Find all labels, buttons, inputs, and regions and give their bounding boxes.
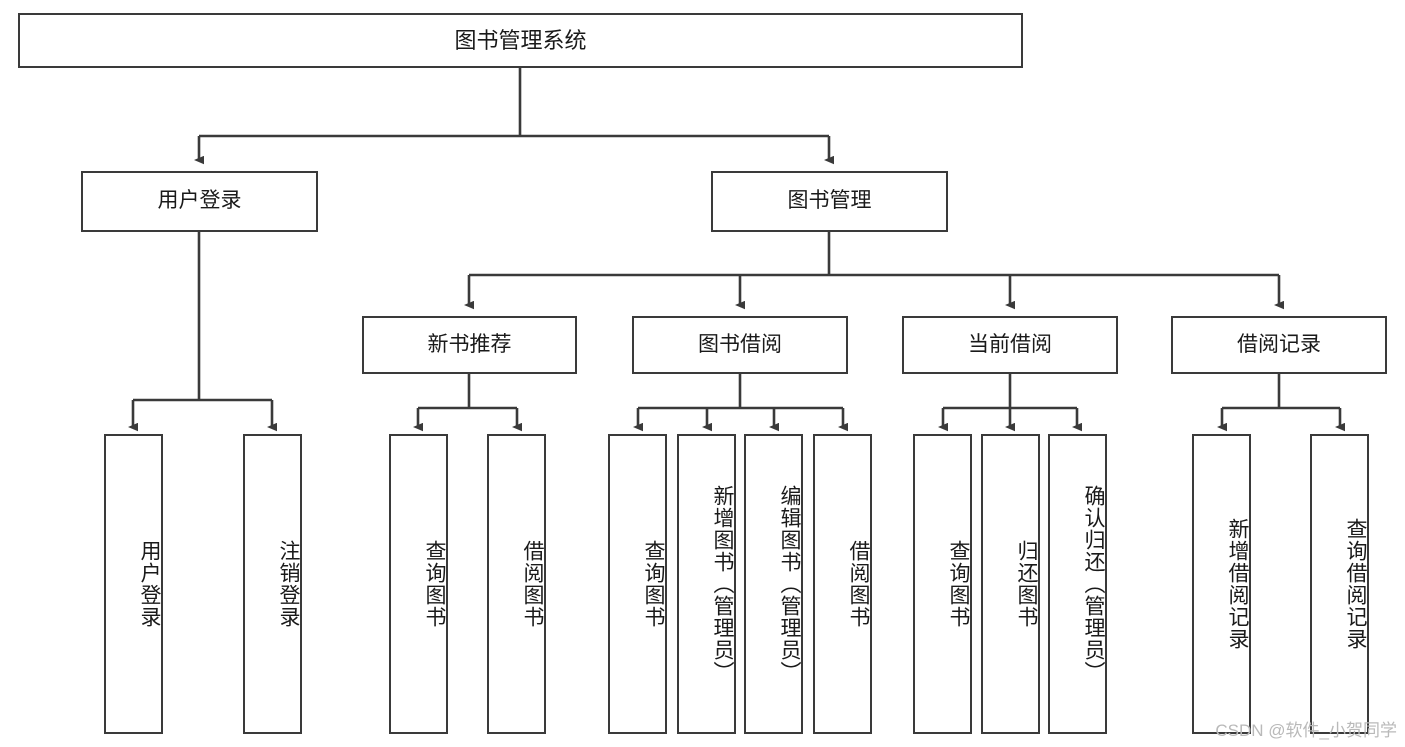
node-book-borrow[interactable]: 图书借阅 <box>632 316 848 374</box>
leaf-recommend-query-book[interactable]: 查询图书 <box>389 434 448 734</box>
leaf-label: 确认归还（管理员） <box>1082 485 1105 683</box>
leaf-label: 用户登录 <box>138 540 161 628</box>
leaf-label: 归还图书 <box>1015 540 1038 628</box>
leaf-label: 查询图书 <box>642 540 665 628</box>
leaf-current-query-book[interactable]: 查询图书 <box>913 434 972 734</box>
leaf-user-login-signout[interactable]: 注销登录 <box>243 434 302 734</box>
leaf-label: 新增借阅记录 <box>1226 518 1249 650</box>
leaf-record-query-record[interactable]: 查询借阅记录 <box>1310 434 1369 734</box>
leaf-label: 查询图书 <box>947 540 970 628</box>
leaf-label: 借阅图书 <box>521 540 544 628</box>
leaf-label: 借阅图书 <box>847 540 870 628</box>
node-new-book-recommend[interactable]: 新书推荐 <box>362 316 577 374</box>
leaf-borrow-query-book[interactable]: 查询图书 <box>608 434 667 734</box>
node-user-login[interactable]: 用户登录 <box>81 171 318 232</box>
node-borrow-record[interactable]: 借阅记录 <box>1171 316 1387 374</box>
leaf-record-add-record[interactable]: 新增借阅记录 <box>1192 434 1251 734</box>
leaf-borrow-borrow-book[interactable]: 借阅图书 <box>813 434 872 734</box>
leaf-label: 查询借阅记录 <box>1344 518 1367 650</box>
leaf-label: 新增图书（管理员） <box>711 485 734 683</box>
leaf-borrow-add-book-admin[interactable]: 新增图书（管理员） <box>677 434 736 734</box>
node-book-management[interactable]: 图书管理 <box>711 171 948 232</box>
leaf-user-login-signin[interactable]: 用户登录 <box>104 434 163 734</box>
leaf-current-confirm-return-admin[interactable]: 确认归还（管理员） <box>1048 434 1107 734</box>
leaf-borrow-edit-book-admin[interactable]: 编辑图书（管理员） <box>744 434 803 734</box>
node-current-borrow[interactable]: 当前借阅 <box>902 316 1118 374</box>
leaf-recommend-borrow-book[interactable]: 借阅图书 <box>487 434 546 734</box>
leaf-label: 编辑图书（管理员） <box>778 485 801 683</box>
csdn-watermark: CSDN @软件_小贺同学 <box>1215 721 1397 740</box>
node-root-system[interactable]: 图书管理系统 <box>18 13 1023 68</box>
leaf-current-return-book[interactable]: 归还图书 <box>981 434 1040 734</box>
leaf-label: 注销登录 <box>277 540 300 628</box>
leaf-label: 查询图书 <box>423 540 446 628</box>
